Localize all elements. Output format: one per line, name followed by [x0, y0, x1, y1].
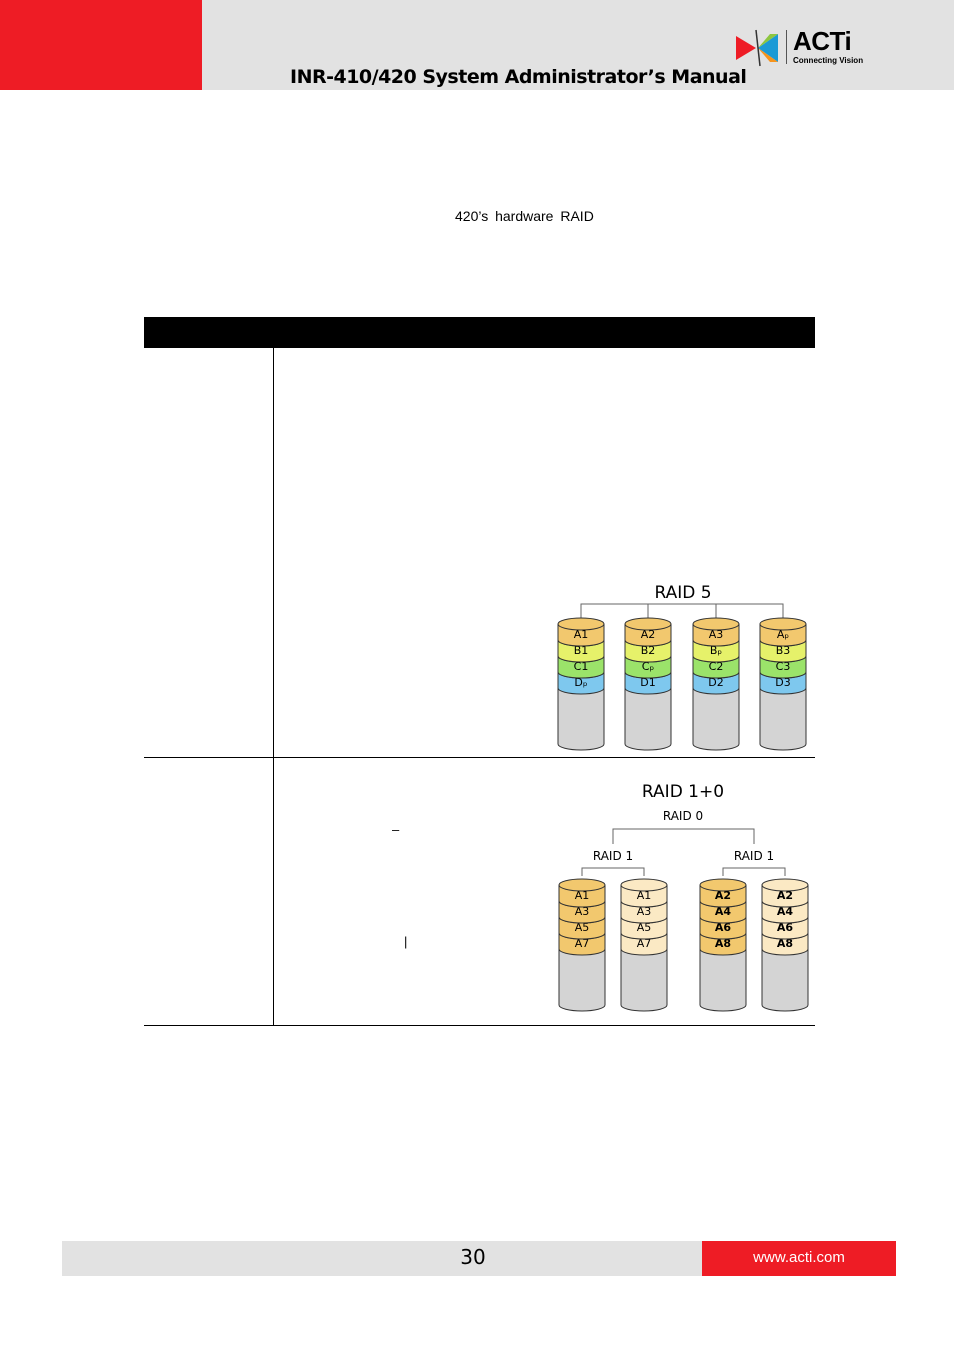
disk-block-label: A2	[641, 628, 656, 641]
disk-block-label: A4	[777, 905, 794, 918]
table-column-divider	[273, 348, 274, 1026]
disk-block-label: A6	[777, 921, 794, 934]
disk-block-label: A1	[574, 628, 589, 641]
disk-block-label: A1	[637, 889, 652, 902]
table-bottom-border	[144, 1025, 815, 1026]
raid5-disk-1: Dₚ C1 B1 A1	[557, 617, 605, 751]
disk-block-label: Cₚ	[642, 660, 655, 673]
disk-block-label: A3	[575, 905, 590, 918]
disk-block-label: D3	[775, 676, 790, 689]
logo-tagline: Connecting Vision	[793, 56, 864, 65]
raid1-label-left: RAID 1	[593, 849, 633, 863]
disk-block-label: B1	[574, 644, 589, 657]
disk-block-label: A3	[637, 905, 652, 918]
disk-block-label: A5	[637, 921, 652, 934]
header-red-block	[0, 0, 202, 90]
disk-block-label: D2	[708, 676, 723, 689]
disk-block-label: A7	[575, 937, 590, 950]
website-link[interactable]: www.acti.com	[753, 1249, 845, 1266]
raid5-title: RAID 5	[654, 583, 711, 603]
disk-block-label: A4	[715, 905, 732, 918]
table-header	[144, 317, 815, 348]
disk-block-label: A2	[777, 889, 793, 902]
disk-block-label: A1	[575, 889, 590, 902]
raid10-title: RAID 1+0	[642, 782, 724, 802]
raid5-disk-2: D1 Cₚ B2 A2	[624, 617, 672, 751]
butterfly-logo-icon	[736, 29, 778, 67]
raid5-disk-3: D2 C2 Bₚ A3	[692, 617, 740, 751]
raid10-disk-2: A7 A5 A3 A1	[620, 878, 668, 1012]
stray-dash: –	[392, 822, 400, 837]
footer-bar: 30	[62, 1241, 702, 1276]
document-title: INR-410/420 System Administrator’s Manua…	[290, 66, 747, 88]
disk-block-label: A8	[777, 937, 793, 950]
raid10-disk-3: A8 A6 A4 A2	[699, 878, 747, 1012]
raid10-disk-1: A7 A5 A3 A1	[558, 878, 606, 1012]
disk-block-label: B2	[641, 644, 656, 657]
raid0-label: RAID 0	[663, 809, 703, 823]
table-row-divider	[144, 757, 815, 758]
disk-block-label: A7	[637, 937, 652, 950]
footer-link-box[interactable]: www.acti.com	[702, 1241, 896, 1276]
disk-block-label: B3	[776, 644, 791, 657]
disk-block-label: Dₚ	[574, 676, 587, 689]
disk-block-label: D1	[640, 676, 655, 689]
acti-logo: ACTi Connecting Vision	[734, 26, 874, 68]
stray-bar: |	[404, 934, 408, 949]
logo-divider	[786, 30, 787, 64]
disk-block-label: A3	[709, 628, 724, 641]
intro-text: 420’s hardware RAID	[455, 208, 594, 224]
raid1-label-right: RAID 1	[734, 849, 774, 863]
disk-block-label: A6	[715, 921, 732, 934]
raid10-diagram: RAID 1+0 RAID 0 RAID 1 RAID 1 A7A5A3A1A7…	[558, 782, 809, 1012]
disk-block-label: Bₚ	[710, 644, 723, 657]
raid5-disk-4: D3 C3 B3 Aₚ	[759, 617, 807, 751]
disk-block-label: Aₚ	[777, 628, 790, 641]
raid10-disk-4: A8 A6 A4 A2	[761, 878, 809, 1012]
disk-block-label: A5	[575, 921, 590, 934]
disk-block-label: A8	[715, 937, 731, 950]
disk-block-label: A2	[715, 889, 731, 902]
disk-block-label: C3	[776, 660, 791, 673]
disk-block-label: C2	[709, 660, 724, 673]
logo-wordmark: ACTi	[793, 26, 852, 56]
disk-block-label: C1	[574, 660, 589, 673]
page-number: 30	[460, 1245, 486, 1269]
